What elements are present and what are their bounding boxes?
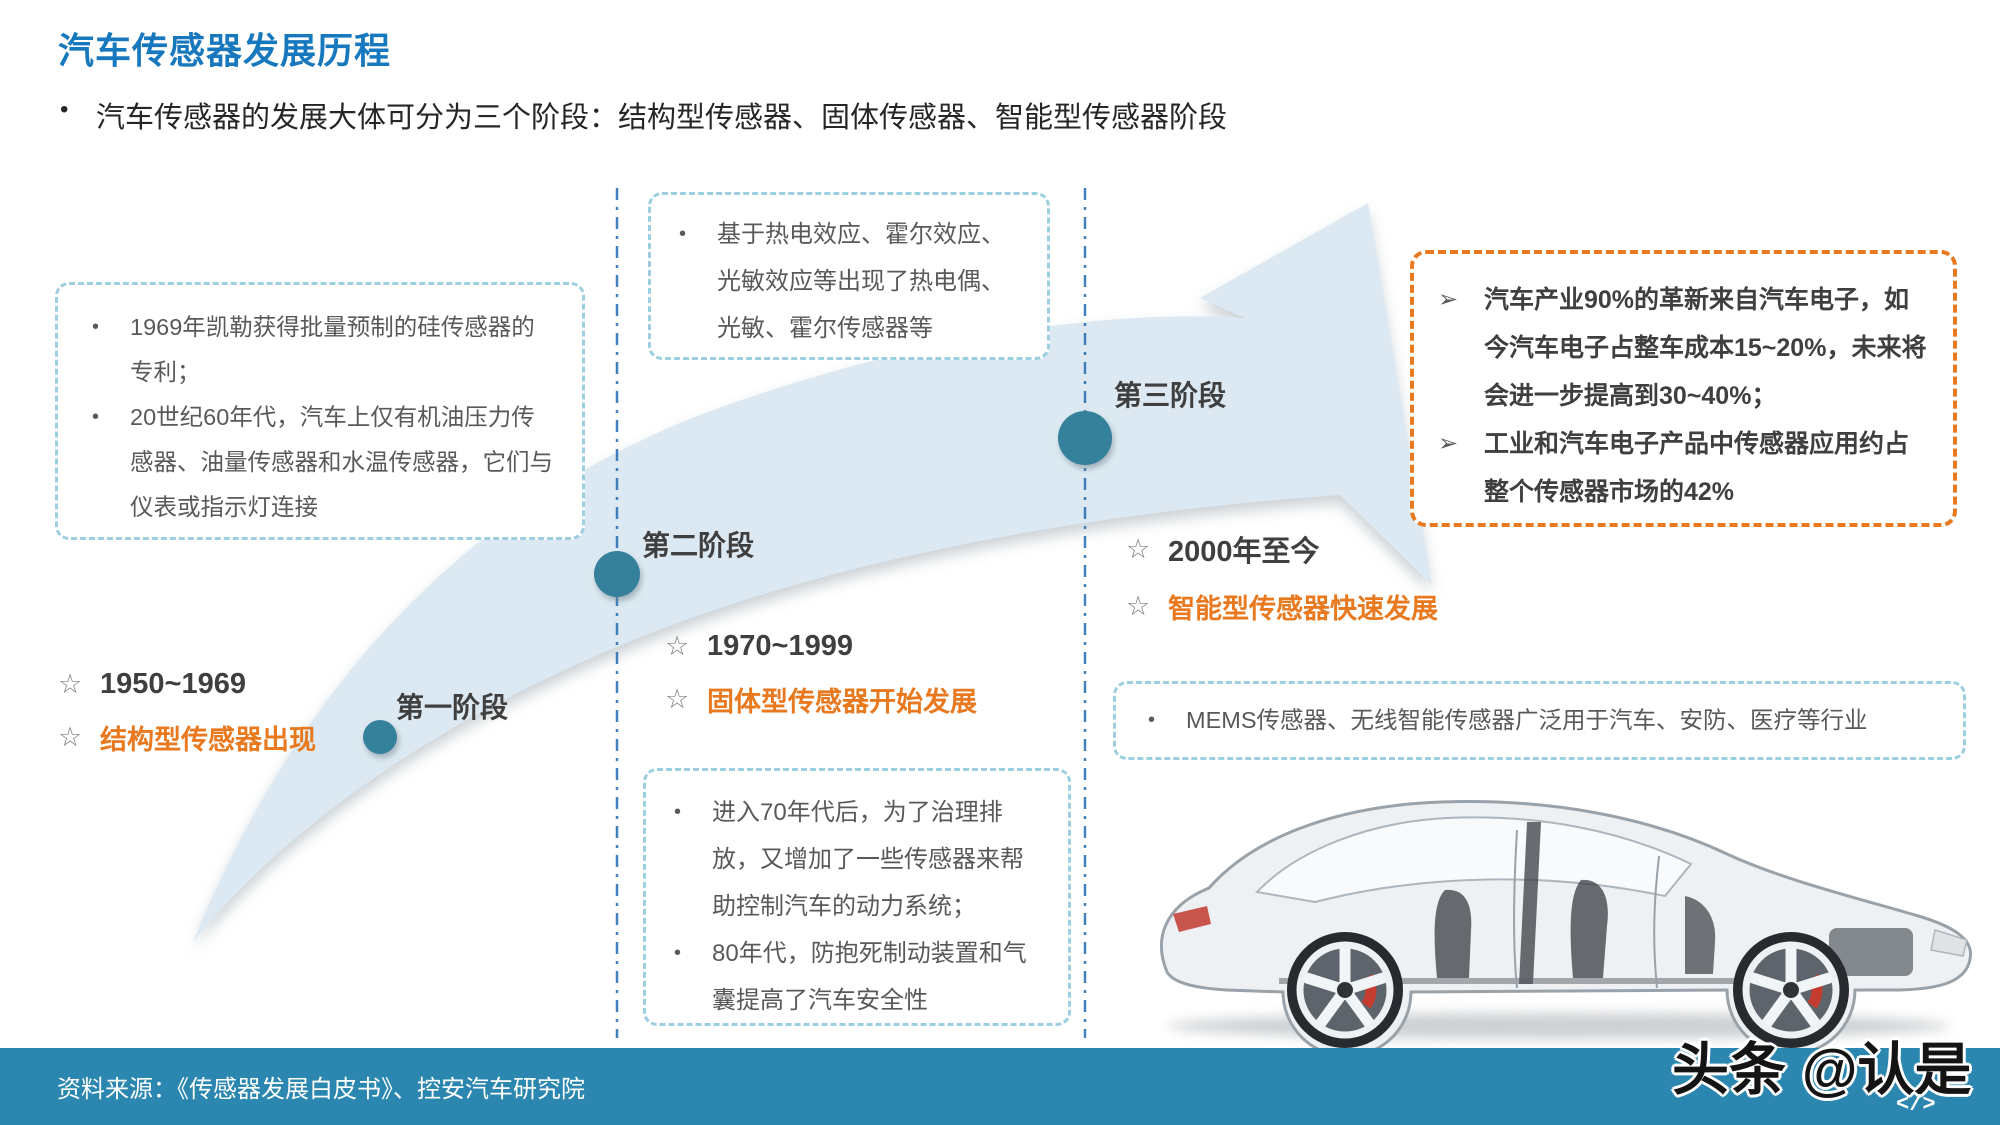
stage1-highlight: 结构型传感器出现 <box>100 725 316 755</box>
stage1-label: 第一阶段 <box>396 692 509 723</box>
bullet-icon: • <box>674 801 682 823</box>
subtitle-row: • 汽车传感器的发展大体可分为三个阶段：结构型传感器、固体传感器、智能型传感器阶… <box>60 94 1227 136</box>
note-text: 基于热电效应、霍尔效应、光敏效应等出现了热电偶、光敏、霍尔传感器等 <box>717 221 1005 342</box>
star-icon: ☆ <box>665 684 690 714</box>
stage3-node <box>1058 411 1112 465</box>
list-item: • 20世纪60年代，汽车上仅有机油压力传感器、油量传感器和水温传感器，它们与仪… <box>92 395 556 530</box>
car-b-pillar <box>1519 822 1541 984</box>
bullet-icon: • <box>679 223 687 245</box>
car-door-seam-1 <box>1513 829 1518 989</box>
car-dashboard <box>1685 896 1716 974</box>
highlight-row: ☆ 智能型传感器快速发展 <box>1126 587 1438 626</box>
growth-curve-arrow <box>193 203 1432 942</box>
stage1-period: 1950~1969 <box>100 668 246 700</box>
stage2-notes-box: • 进入70年代后，为了治理排放，又增加了一些传感器来帮助控制汽车的动力系统； … <box>643 768 1071 1026</box>
car-rear-seat <box>1434 889 1472 978</box>
footer-bar: 资料来源：《传感器发展白皮书》、控安汽车研究院 <box>0 1048 2000 1125</box>
bullet-icon: • <box>1148 709 1156 731</box>
star-icon: ☆ <box>58 722 83 752</box>
period-row: ☆ 2000年至今 <box>1126 528 1438 570</box>
car-engine <box>1829 928 1913 976</box>
note-text: MEMS传感器、无线智能传感器广泛用于汽车、安防、医疗等行业 <box>1186 707 1868 733</box>
note-text: 1969年凯勒获得批量预制的硅传感器的专利； <box>130 314 535 385</box>
source-text: 资料来源：《传感器发展白皮书》、控安汽车研究院 <box>57 1076 585 1103</box>
highlight-row: ☆ 固体型传感器开始发展 <box>665 680 977 719</box>
star-icon: ☆ <box>1126 533 1151 564</box>
list-item: • 80年代，防抱死制动装置和气囊提高了汽车安全性 <box>674 930 1046 1024</box>
stage3-stats-box: ➢ 汽车产业90%的革新来自汽车电子，如今汽车电子占整车成本15~20%，未来将… <box>1410 250 1957 527</box>
stage3-label: 第三阶段 <box>1114 380 1227 411</box>
stage2-principles-box: • 基于热电效应、霍尔效应、光敏效应等出现了热电偶、光敏、霍尔传感器等 <box>648 192 1050 360</box>
stage2-highlight: 固体型传感器开始发展 <box>707 687 977 717</box>
subtitle-bullet: • <box>60 96 69 123</box>
stage3-period: 2000年至今 <box>1168 536 1320 568</box>
car-front-wheel <box>1733 932 1849 1048</box>
bullet-icon: • <box>674 942 682 964</box>
note-text: 进入70年代后，为了治理排放，又增加了一些传感器来帮助控制汽车的动力系统； <box>712 799 1024 920</box>
pointer-arrow-icon: ➢ <box>1438 286 1459 313</box>
star-icon: ☆ <box>1126 591 1151 621</box>
list-item: • 进入70年代后，为了治理排放，又增加了一些传感器来帮助控制汽车的动力系统； <box>674 789 1046 930</box>
car-rear-wheel <box>1287 932 1403 1048</box>
stage3-applications-box: • MEMS传感器、无线智能传感器广泛用于汽车、安防、医疗等行业 <box>1113 681 1966 760</box>
car-door-seam-2 <box>1653 855 1660 989</box>
note-text: 80年代，防抱死制动装置和气囊提高了汽车安全性 <box>712 940 1027 1014</box>
watermark-text: 头条 @认是 <box>1672 1038 1972 1102</box>
star-icon: ☆ <box>58 669 83 699</box>
list-item: • 1969年凯勒获得批量预制的硅传感器的专利； <box>92 305 556 395</box>
stage1-summary: ☆ 1950~1969 ☆ 结构型传感器出现 <box>58 668 316 757</box>
stat-text: 工业和汽车电子产品中传感器应用约占整个传感器市场的42% <box>1484 430 1910 506</box>
car-floor <box>1279 978 1839 984</box>
stat-text: 汽车产业90%的革新来自汽车电子，如今汽车电子占整车成本15~20%，未来将会进… <box>1484 286 1927 410</box>
car-head-light <box>1930 929 1968 957</box>
page-title: 汽车传感器发展历程 <box>58 30 392 71</box>
car-tail-light <box>1173 906 1211 932</box>
period-row: ☆ 1970~1999 <box>665 630 977 663</box>
subtitle-text: 汽车传感器的发展大体可分为三个阶段：结构型传感器、固体传感器、智能型传感器阶段 <box>96 102 1228 134</box>
transparent-car-image <box>1159 800 1973 1048</box>
stage2-node <box>594 551 640 597</box>
code-mark-icon: </> <box>1896 1092 1936 1117</box>
bullet-icon: • <box>92 316 100 338</box>
highlight-row: ☆ 结构型传感器出现 <box>58 718 316 757</box>
stage2-period: 1970~1999 <box>707 630 853 662</box>
note-text: 20世纪60年代，汽车上仅有机油压力传感器、油量传感器和水温传感器，它们与仪表或… <box>130 404 553 520</box>
list-item: • MEMS传感器、无线智能传感器广泛用于汽车、安防、医疗等行业 <box>1148 697 1868 744</box>
star-icon: ☆ <box>665 631 690 661</box>
pointer-arrow-icon: ➢ <box>1438 430 1459 457</box>
stage3-summary: ☆ 2000年至今 ☆ 智能型传感器快速发展 <box>1126 528 1438 626</box>
list-item: ➢ 工业和汽车电子产品中传感器应用约占整个传感器市场的42% <box>1438 420 1931 516</box>
car-front-seat <box>1570 879 1608 978</box>
stage1-node <box>363 720 397 754</box>
stage1-notes-box: • 1969年凯勒获得批量预制的硅传感器的专利； • 20世纪60年代，汽车上仅… <box>55 282 585 540</box>
stage2-label: 第二阶段 <box>642 530 755 561</box>
stage2-summary: ☆ 1970~1999 ☆ 固体型传感器开始发展 <box>665 630 977 719</box>
list-item: ➢ 汽车产业90%的革新来自汽车电子，如今汽车电子占整车成本15~20%，未来将… <box>1438 276 1931 420</box>
period-row: ☆ 1950~1969 <box>58 668 316 701</box>
stage3-highlight: 智能型传感器快速发展 <box>1168 594 1438 624</box>
list-item: • 基于热电效应、霍尔效应、光敏效应等出现了热电偶、光敏、霍尔传感器等 <box>679 211 1027 352</box>
bullet-icon: • <box>92 406 100 428</box>
